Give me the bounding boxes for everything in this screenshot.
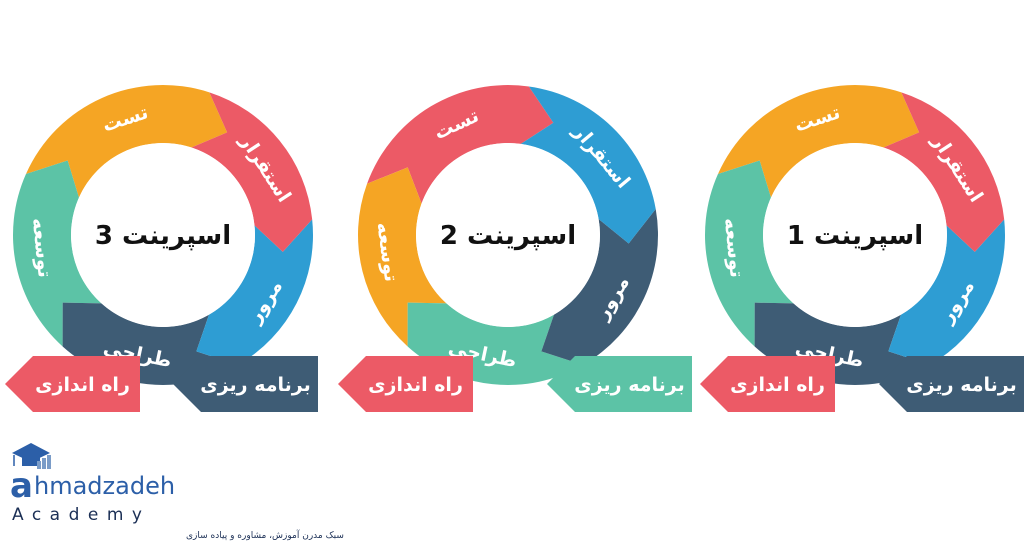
launch-arrow [338, 356, 473, 412]
logo-tagline: سبک مدرن آموزش، مشاوره و پیاده سازی [186, 529, 344, 541]
logo-academy: Academy [12, 505, 150, 525]
launch-label: راه اندازی [368, 374, 463, 396]
launch-arrow [700, 356, 835, 412]
sprint-3-arrows: برنامه ریزی راه اندازی [5, 356, 318, 412]
cycle-segment-1 [883, 92, 1005, 252]
sprint-1-center [763, 143, 947, 327]
cycle-segment-2 [541, 208, 659, 365]
cycle-segment-5 [717, 84, 920, 198]
graduation-cap-icon [12, 443, 51, 469]
sprint-1-arrows: برنامه ریزی راه اندازی [700, 356, 1024, 412]
cycle-segment-5 [367, 84, 554, 204]
cycle-segment-4 [705, 160, 794, 347]
academy-logo: a hmadzadeh Academy سبک مدرن آموزش، مشاو… [10, 443, 344, 541]
cycle-segment-1 [191, 92, 313, 252]
cycle-segment-4 [358, 167, 447, 347]
sprint-2-title: اسپرینت 2 [440, 221, 576, 251]
cycle-segment-4 [12, 160, 102, 347]
cycle-segment-1 [520, 86, 656, 244]
cycle-segment-2 [888, 219, 1005, 365]
planning-arrow [547, 356, 692, 412]
sprint-3-center [71, 143, 255, 327]
sprint-2-arrows: برنامه ریزی راه اندازی [338, 356, 692, 412]
logo-brand-name: hmadzadeh [34, 472, 175, 500]
cycle-segment-2 [196, 219, 314, 365]
planning-arrow [173, 356, 318, 412]
launch-label: راه اندازی [730, 374, 825, 396]
sprint-3-title: اسپرینت 3 [95, 221, 231, 251]
planning-label: برنامه ریزی [574, 374, 684, 396]
planning-label: برنامه ریزی [200, 374, 310, 396]
sprint-1-title: اسپرینت 1 [787, 221, 923, 251]
planning-arrow [879, 356, 1024, 412]
logo-brand-initial: a [10, 466, 33, 506]
planning-label: برنامه ریزی [906, 374, 1016, 396]
sprint-2-center [416, 143, 600, 327]
cycle-segment-5 [25, 84, 228, 198]
launch-label: راه اندازی [35, 374, 130, 396]
launch-arrow [5, 356, 140, 412]
